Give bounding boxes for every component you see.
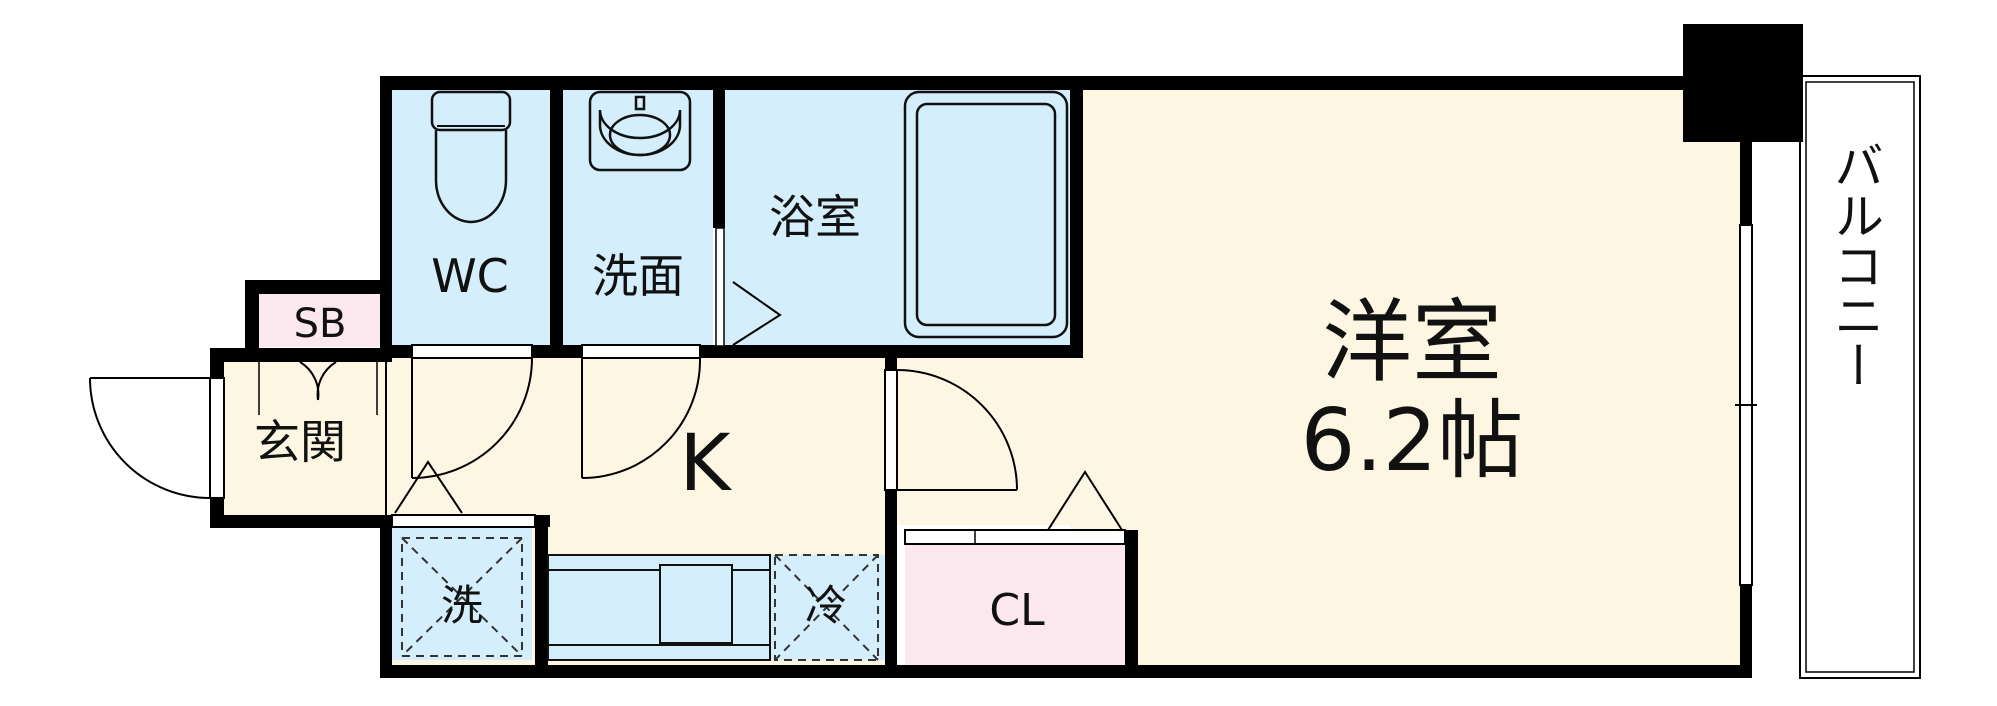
entrance-floor — [220, 362, 390, 517]
wall-bath-right — [1070, 76, 1083, 358]
balcony-outline — [1799, 75, 1921, 679]
fridge-space — [774, 554, 879, 661]
balcony-inner-outline — [1805, 81, 1915, 673]
laundry-floor — [392, 525, 532, 660]
laundry-arrow — [394, 460, 463, 514]
wall-top — [380, 76, 1742, 90]
door-swings — [89, 281, 1123, 531]
entrance-door-swing — [89, 377, 211, 499]
entrance-door-gap — [210, 378, 224, 498]
label-western-room-size: 6.2帖 — [1301, 391, 1524, 491]
wash-door-swing — [581, 357, 702, 479]
wash-basin-icon — [588, 90, 692, 172]
wall-kitchen-right-bottom — [885, 490, 897, 678]
floor-fills — [220, 90, 1740, 665]
shoe-box-floor — [258, 292, 383, 347]
wash-door-frame — [581, 344, 701, 359]
wall-closet-right — [1125, 530, 1138, 678]
label-laundry: 洗 — [441, 581, 483, 630]
laundry-door-frame — [391, 514, 536, 528]
bathtub-icon — [903, 90, 1069, 339]
room-door-gap — [885, 370, 897, 490]
room-door-swing — [896, 369, 1018, 491]
wall-sb-left — [245, 280, 259, 350]
closet-floor — [905, 540, 1130, 665]
hallway-floor — [890, 355, 1080, 525]
walls — [210, 24, 1803, 678]
bath-door-frame — [715, 227, 725, 347]
label-closet: CL — [989, 585, 1045, 636]
label-kitchen: K — [679, 419, 732, 509]
closet-door-frame — [904, 529, 1126, 545]
closet-arrow — [1047, 470, 1123, 531]
western-room-floor — [1070, 90, 1740, 665]
wall-laundry-right — [535, 515, 548, 678]
wall-entrance-left-a — [210, 348, 224, 378]
bathroom-floor — [725, 90, 1070, 345]
wall-left-upper — [380, 76, 392, 348]
label-bathroom: 浴室 — [769, 190, 861, 244]
wall-wet-bottom — [380, 345, 1083, 358]
wall-bottom — [380, 665, 1742, 678]
wc-door-gap — [412, 345, 532, 358]
label-washroom: 洗面 — [592, 249, 684, 303]
toilet-icon — [430, 90, 512, 224]
wall-wc-wash — [550, 76, 563, 348]
entrance-door-frame — [209, 377, 225, 499]
room-door-frame — [884, 369, 898, 491]
label-entrance: 玄関 — [254, 415, 346, 469]
label-fridge: 冷 — [805, 581, 847, 630]
sb-door-swing-right — [316, 361, 337, 401]
column-corner — [1683, 24, 1803, 142]
wall-entrance-top — [210, 348, 392, 362]
washroom-floor — [563, 90, 713, 345]
label-western-room: 洋室 — [1322, 290, 1502, 395]
wc-floor — [390, 90, 550, 345]
fixtures — [401, 90, 1069, 661]
kitchen-counter — [547, 554, 771, 661]
balcony — [1799, 75, 1921, 679]
washer-space — [401, 537, 523, 657]
bath-door-arrow — [732, 281, 782, 346]
openings — [209, 224, 1757, 586]
wall-entrance-left-b — [210, 498, 224, 528]
wall-kitchen-right-top — [885, 345, 897, 370]
room-labels: WC 洗面 浴室 洋室 6.2帖 SB 玄関 K 洗 冷 CL バルコニー — [254, 140, 1884, 636]
label-balcony: バルコニー — [1826, 140, 1884, 390]
kitchen-sink-icon — [659, 564, 733, 644]
wall-entrance-bottom — [210, 515, 392, 528]
wall-wash-bath — [713, 76, 725, 228]
label-shoe-box: SB — [294, 301, 347, 347]
wall-sb-top — [245, 280, 392, 294]
wash-door-gap — [582, 345, 700, 358]
wall-left-lower — [380, 515, 392, 678]
label-wc: WC — [431, 249, 509, 303]
wc-door-frame — [411, 344, 533, 359]
